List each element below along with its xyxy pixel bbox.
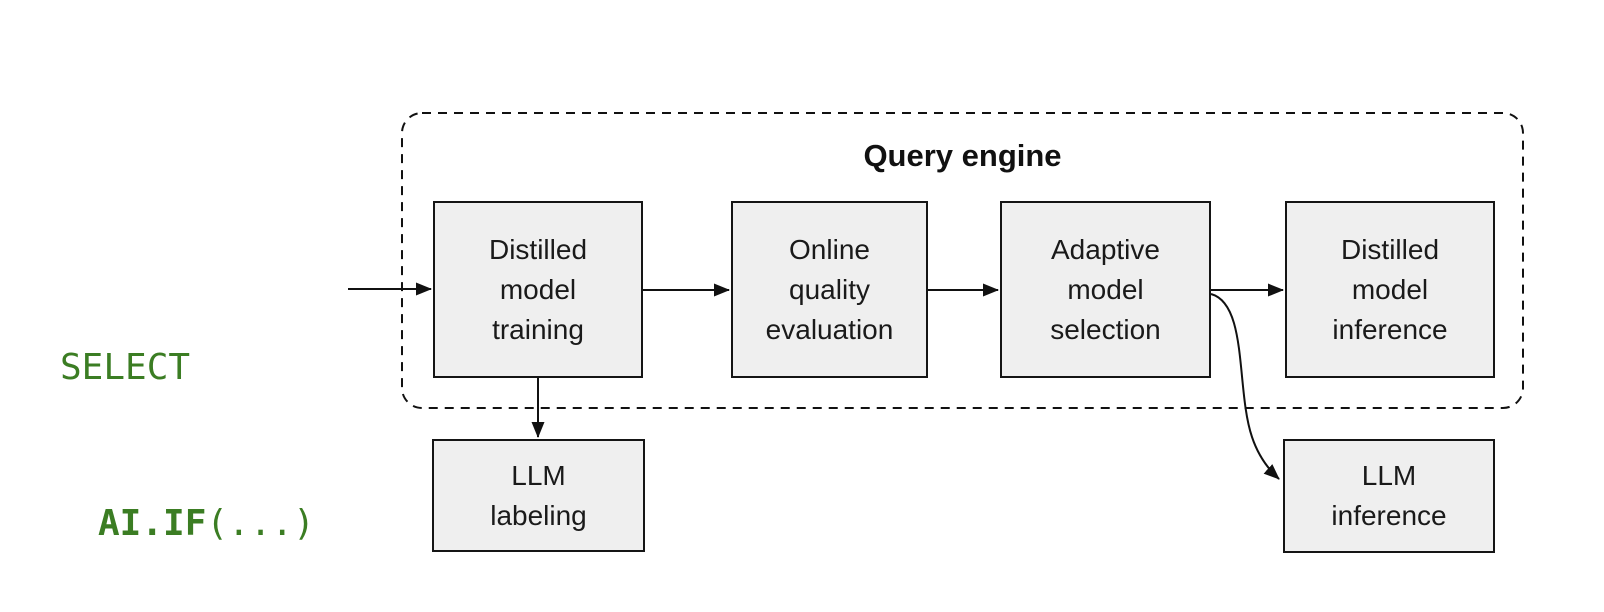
sql-args: (...) [206, 503, 315, 544]
sql-ai-if-keyword: AI.IF [98, 503, 207, 544]
box-llm-inference: LLM inference [1283, 439, 1495, 553]
box-distilled-model-inference: Distilled model inference [1285, 201, 1495, 378]
box-label: Distilled model training [488, 233, 588, 345]
sql-query-label: SELECT AI.IF(...) [60, 238, 315, 612]
box-label: Adaptive model selection [1050, 233, 1161, 345]
box-label: Distilled model inference [1332, 233, 1448, 345]
arrow-selection-to-llm-inference [1210, 293, 1280, 480]
box-online-quality-evaluation: Online quality evaluation [731, 201, 928, 378]
box-label: LLM labeling [490, 459, 587, 531]
query-engine-title: Query engine [863, 138, 1062, 173]
box-label: LLM inference [1331, 460, 1447, 531]
box-distilled-model-training: Distilled model training [433, 201, 643, 378]
box-adaptive-model-selection: Adaptive model selection [1000, 201, 1211, 378]
box-llm-labeling: LLM labeling [432, 439, 645, 552]
box-label: Online quality evaluation [765, 233, 894, 345]
sql-function-call: AI.IF(...) [60, 498, 315, 550]
sql-select-keyword: SELECT [60, 347, 191, 388]
